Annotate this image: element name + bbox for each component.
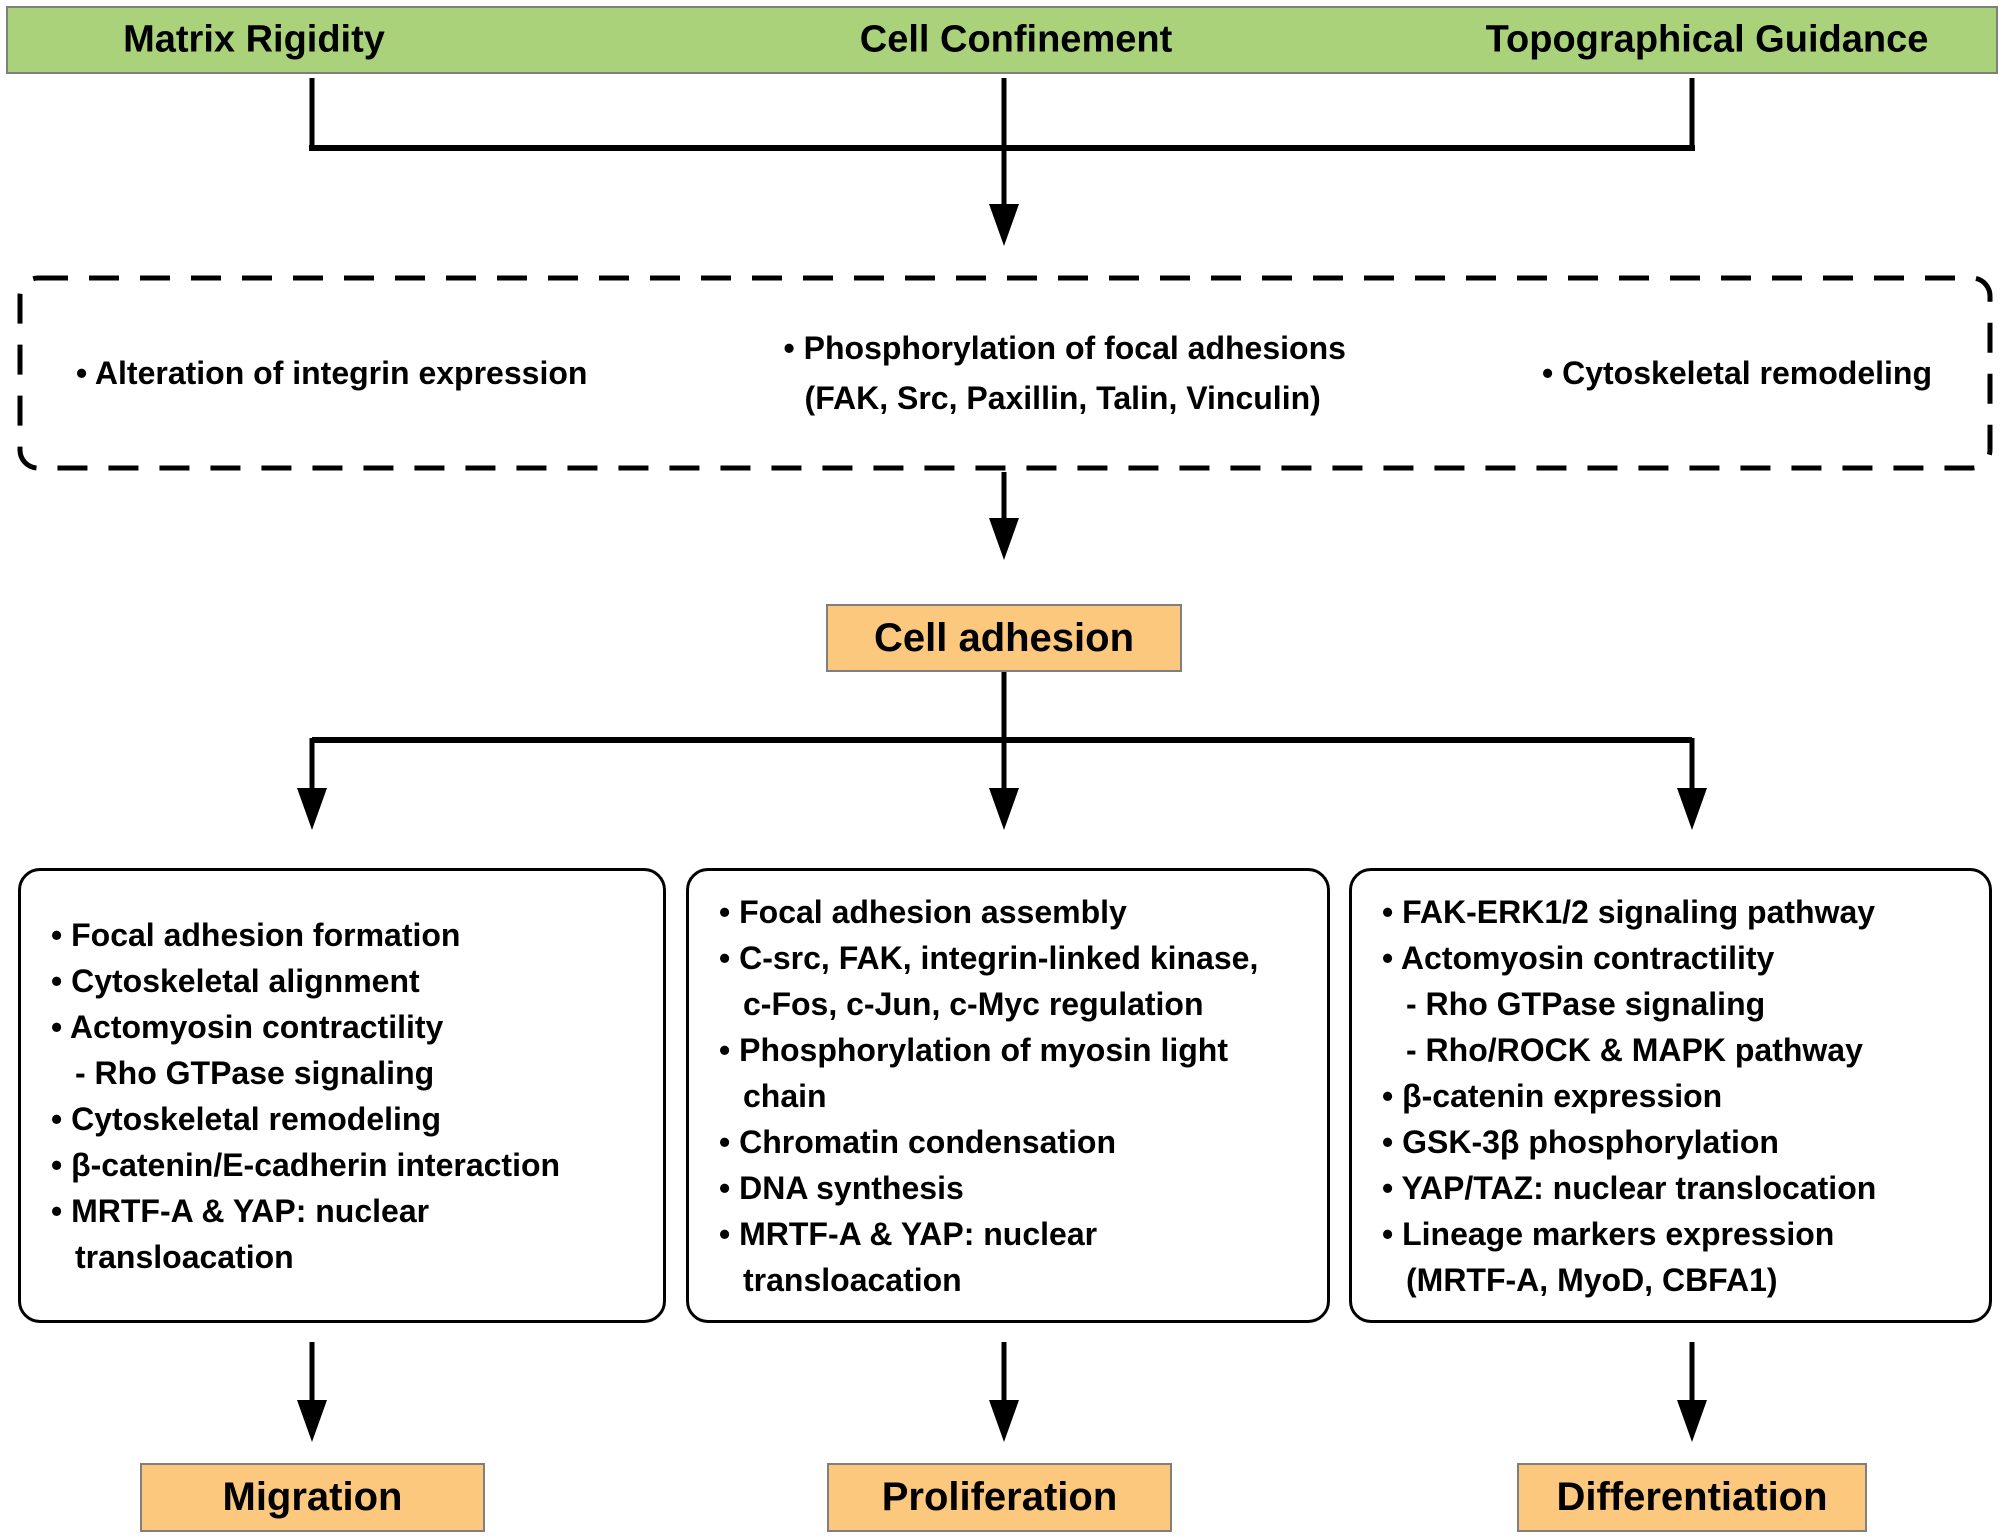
list-line: • MRTF-A & YAP: nuclear <box>51 1192 430 1229</box>
list-line: chain <box>743 1077 827 1114</box>
list-line: • Chromatin condensation <box>719 1123 1116 1160</box>
arrowhead-into-dashed-box <box>989 204 1019 246</box>
list-line: - Rho GTPase signaling <box>75 1054 435 1091</box>
list-line: • MRTF-A & YAP: nuclear <box>719 1215 1098 1252</box>
list-line: - Rho/ROCK & MAPK pathway <box>1406 1031 1863 1068</box>
integrin-expression-item: • Alteration of integrin expression <box>76 354 588 391</box>
list-line: • Focal adhesion formation <box>51 916 461 953</box>
list-line: • DNA synthesis <box>719 1169 964 1206</box>
proliferation-outcome-node: Proliferation <box>827 1463 1172 1532</box>
arrowhead-branch-left <box>297 788 327 830</box>
focal-adhesion-phosphorylation-item: • Phosphorylation of focal adhesions (FA… <box>784 323 1346 423</box>
inputs-bar: Matrix Rigidity Cell Confinement Topogra… <box>6 6 1998 74</box>
list-line: transloacation <box>743 1261 962 1298</box>
input-matrix-rigidity: Matrix Rigidity <box>123 18 385 61</box>
list-line: • Actomyosin contractility <box>1382 939 1775 976</box>
arrowhead-migration <box>297 1400 327 1442</box>
list-line: • GSK-3β phosphorylation <box>1382 1123 1779 1160</box>
list-line: • Focal adhesion assembly <box>719 893 1127 930</box>
proliferation-mechanisms-list: • Focal adhesion assembly • C-src, FAK, i… <box>689 871 1327 1320</box>
migration-outcome-node: Migration <box>140 1463 485 1532</box>
arrowhead-branch-right <box>1677 788 1707 830</box>
mechanosensing-box: • Alteration of integrin expression • Ph… <box>20 278 1990 468</box>
arrowhead-proliferation <box>989 1400 1019 1442</box>
list-line: • β-catenin expression <box>1382 1077 1723 1114</box>
list-line: - Rho GTPase signaling <box>1406 985 1766 1022</box>
list-line: transloacation <box>75 1238 294 1275</box>
arrowhead-branch-center <box>989 788 1019 830</box>
input-cell-confinement: Cell Confinement <box>859 18 1173 61</box>
differentiation-outcome-node: Differentiation <box>1517 1463 1867 1532</box>
list-line: • β-catenin/E-cadherin interaction <box>51 1146 561 1183</box>
list-line: • Lineage markers expression <box>1382 1215 1835 1252</box>
list-line: • FAK-ERK1/2 signaling pathway <box>1382 893 1876 930</box>
arrowhead-differentiation <box>1677 1400 1707 1442</box>
list-line: (MRTF-A, MyoD, CBFA1) <box>1406 1261 1778 1298</box>
phosphorylation-proteins-line: (FAK, Src, Paxillin, Talin, Vinculin) <box>804 380 1321 416</box>
list-line: • YAP/TAZ: nuclear translocation <box>1382 1169 1877 1206</box>
list-line: • Actomyosin contractility <box>51 1008 444 1045</box>
input-topographical-guidance: Topographical Guidance <box>1485 18 1929 61</box>
migration-mechanisms-box: • Focal adhesion formation • Cytoskeletal… <box>18 868 666 1323</box>
proliferation-mechanisms-box: • Focal adhesion assembly • C-src, FAK, i… <box>686 868 1330 1323</box>
differentiation-mechanisms-list: • FAK-ERK1/2 signaling pathway • Actomyos… <box>1352 871 1989 1320</box>
list-line: • Cytoskeletal alignment <box>51 962 420 999</box>
arrowhead-into-hub <box>989 518 1019 560</box>
phosphorylation-line: • Phosphorylation of focal adhesions <box>783 330 1346 366</box>
differentiation-mechanisms-box: • FAK-ERK1/2 signaling pathway • Actomyos… <box>1349 868 1992 1323</box>
cell-adhesion-node: Cell adhesion <box>826 604 1182 672</box>
list-line: • C-src, FAK, integrin-linked kinase, <box>719 939 1259 976</box>
migration-mechanisms-list: • Focal adhesion formation • Cytoskeletal… <box>21 871 663 1320</box>
list-line: • Cytoskeletal remodeling <box>51 1100 441 1137</box>
list-line: • Phosphorylation of myosin light <box>719 1031 1228 1068</box>
cytoskeletal-remodeling-item: • Cytoskeletal remodeling <box>1542 354 1932 391</box>
list-line: c-Fos, c-Jun, c-Myc regulation <box>743 985 1204 1022</box>
